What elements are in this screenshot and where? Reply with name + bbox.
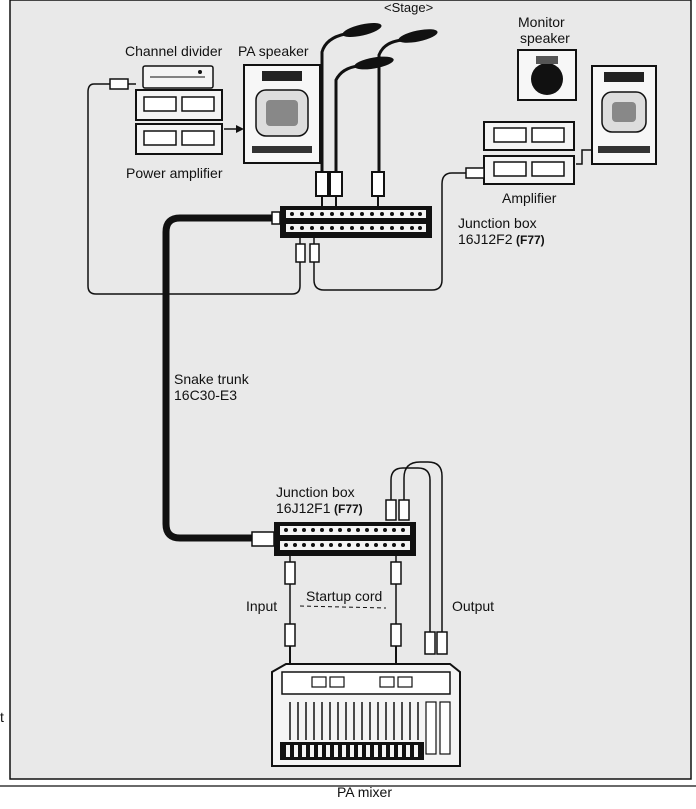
- output-plug-mixer-right: [436, 631, 448, 655]
- label-junction-box-bottom-code: (F77): [334, 502, 363, 516]
- junction-box-top: [271, 206, 432, 263]
- label-startup-cord: Startup cord: [306, 588, 382, 604]
- label-channel-divider: Channel divider: [125, 43, 223, 59]
- label-junction-box-top-code: (F77): [516, 233, 545, 247]
- pa-mixer: [271, 663, 461, 767]
- cable-power-amp: [87, 83, 301, 295]
- snake-trunk-cable: [162, 214, 272, 542]
- label-pa-speaker: PA speaker: [238, 43, 309, 59]
- label-power-amplifier: Power amplifier: [126, 165, 223, 181]
- input-cord: [284, 556, 296, 664]
- label-pa-mixer: PA mixer: [337, 784, 392, 800]
- microphone-middle: [334, 56, 394, 172]
- microphone-left: [315, 23, 382, 197]
- label-snake-trunk-line1: Snake trunk: [174, 371, 250, 387]
- label-monitor-speaker-line2: speaker: [520, 30, 570, 46]
- startup-cord: [299, 556, 402, 664]
- junction-box-bottom: [251, 522, 416, 556]
- channel-divider: [142, 65, 214, 89]
- label-amplifier: Amplifier: [502, 190, 557, 206]
- output-plug-right: [398, 499, 410, 521]
- amplifier: [465, 121, 592, 185]
- power-amplifier: [135, 89, 244, 155]
- label-snake-trunk-line2: 16C30-E3: [174, 387, 237, 403]
- label-junction-box-top-line2: 16J12F2: [458, 231, 513, 247]
- cable-amplifier: [313, 172, 466, 291]
- label-junction-box-top-line1: Junction box: [458, 215, 537, 231]
- output-plug-left: [385, 499, 397, 521]
- label-stage: <Stage>: [384, 0, 433, 15]
- monitor-speaker: [517, 49, 657, 165]
- label-input: Input: [246, 598, 277, 614]
- pa-speaker: [243, 64, 321, 164]
- label-junction-box-bottom-line2: 16J12F1: [276, 500, 331, 516]
- label-junction-box-bottom-line1: Junction box: [276, 484, 355, 500]
- diagram-panel: [9, 0, 692, 780]
- label-output: Output: [452, 598, 494, 614]
- label-monitor-speaker-line1: Monitor: [518, 14, 565, 30]
- output-plug-mixer-left: [424, 631, 436, 655]
- edge-fragment: t: [0, 709, 4, 725]
